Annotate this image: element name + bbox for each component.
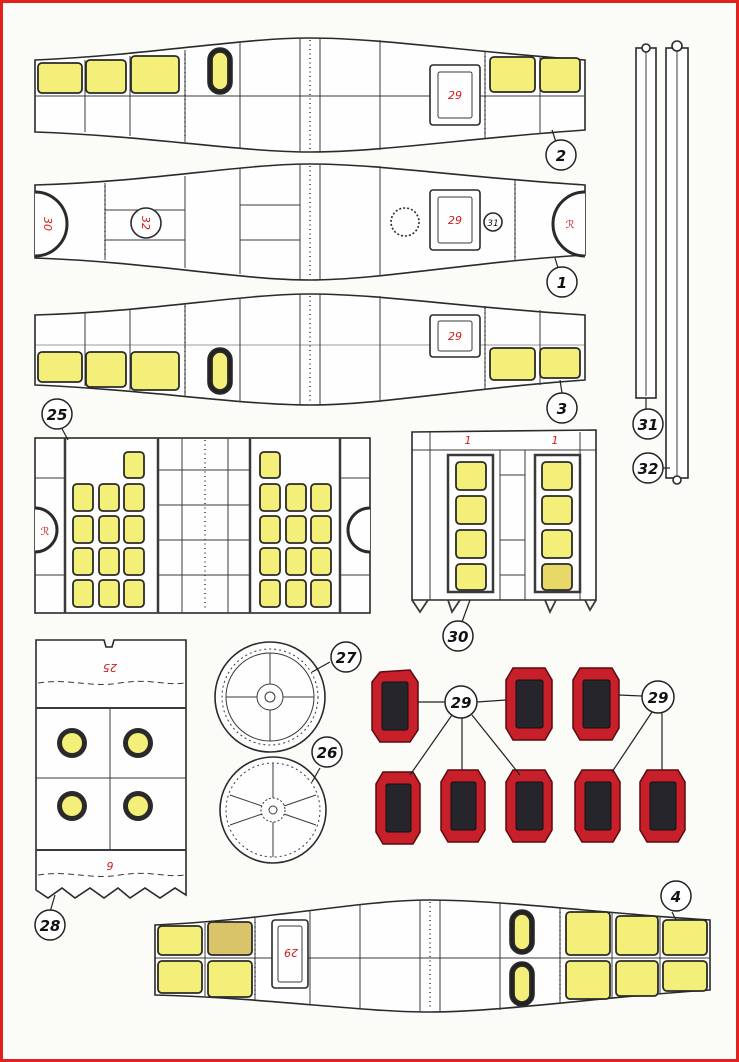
hatch-label: 29 (284, 946, 298, 959)
part-1-hull-panel: 30 ℛ 32 29 31 1 (34, 163, 586, 298)
part-2-hull-panel: 29 2 (34, 37, 586, 171)
part-31-label: 31 (638, 416, 659, 434)
callout-circle (632, 408, 664, 440)
tab-1-a: 1 (465, 434, 472, 447)
part-32-label: 32 (638, 460, 659, 478)
mark-30: 30 (41, 217, 54, 231)
seat (505, 769, 553, 843)
part-2-label: 2 (556, 147, 566, 165)
hatch-label: 29 (448, 330, 462, 343)
tab-1-b: 1 (552, 434, 559, 447)
part-29-label: 29 (451, 694, 472, 712)
parts-31-32-struts: 31 32 (632, 40, 689, 485)
callout-circle (632, 452, 664, 484)
hatch-label: 29 (448, 89, 462, 102)
seat (639, 769, 686, 843)
hatch-label: 29 (448, 214, 462, 227)
callout-circle (546, 266, 578, 298)
part-30-panel: 1 1 30 (411, 429, 597, 652)
callout-circle (34, 909, 66, 941)
part-4-label: 4 (670, 888, 681, 906)
mark-25: 25 (103, 661, 117, 674)
seat (572, 667, 620, 741)
part-25-deck: ℛ 25 (34, 398, 371, 614)
seat (375, 771, 421, 845)
part-26-label: 26 (317, 744, 338, 762)
callout-circle (311, 736, 343, 768)
part-3-label: 3 (557, 400, 567, 418)
part-4-hull-panel: 29 4 (154, 880, 711, 1013)
part-30-label: 30 (448, 628, 469, 646)
part-27-label: 27 (336, 649, 357, 667)
part-29-seats: 29 29 (371, 667, 686, 845)
part-25-label: 25 (47, 406, 68, 424)
mark-6: 6 (107, 859, 114, 872)
part-27-wheel: 27 (214, 641, 362, 753)
part-1-label: 1 (557, 274, 567, 292)
part-28-panel: 25 6 28 (34, 639, 187, 941)
callout-circle (330, 641, 362, 673)
part-3-hull-panel: 29 3 (34, 293, 586, 424)
callout-circle (444, 685, 478, 719)
seat (440, 769, 486, 843)
mark-x-right: ℛ (566, 218, 575, 231)
seat (371, 669, 419, 743)
callout-circle (545, 139, 577, 171)
part-28-label: 28 (40, 917, 61, 935)
part-26-wheel: 26 (219, 736, 343, 864)
mark-31: 31 (487, 219, 498, 229)
callout-circle (41, 398, 73, 430)
mark-32: 32 (139, 216, 152, 230)
callout-circle (660, 880, 692, 912)
seat (574, 769, 621, 843)
callout-circle (641, 680, 675, 714)
part-29-label: 29 (648, 689, 669, 707)
seat (505, 667, 553, 741)
callout-circle (546, 392, 578, 424)
callout-circle (442, 620, 474, 652)
model-parts-diagram: 29 2 30 ℛ 32 29 31 1 (34, 37, 711, 1013)
mark-x-25: ℛ (41, 525, 50, 538)
